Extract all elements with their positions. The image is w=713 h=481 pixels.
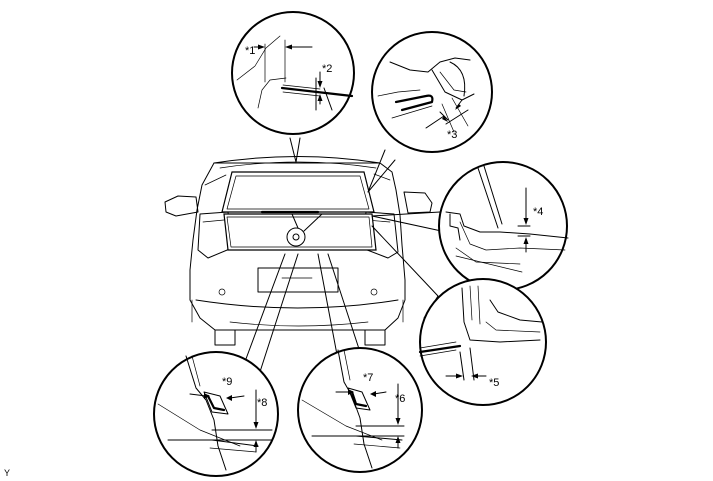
callout-4: *4 <box>533 206 543 218</box>
detail-circle-4 <box>438 161 569 291</box>
callout-6: *6 <box>395 393 405 405</box>
callout-3: *3 <box>447 129 457 141</box>
callout-9: *9 <box>222 376 232 388</box>
callout-8: *8 <box>257 397 267 409</box>
detail-circle-1 <box>231 11 355 135</box>
callout-7: *7 <box>363 372 373 384</box>
callout-1: *1 <box>245 45 255 57</box>
detail-circle-3 <box>371 31 493 153</box>
detail-circle-5 <box>418 278 547 406</box>
detail-circle-7-6 <box>297 347 423 473</box>
back-window-glass <box>221 171 375 213</box>
corner-mark: Y <box>4 468 10 478</box>
back-door-glass <box>223 213 377 251</box>
detail-circle-9-8 <box>153 351 279 477</box>
callout-2: *2 <box>322 63 332 75</box>
callout-5: *5 <box>489 377 499 389</box>
rear-wiper <box>260 210 323 247</box>
